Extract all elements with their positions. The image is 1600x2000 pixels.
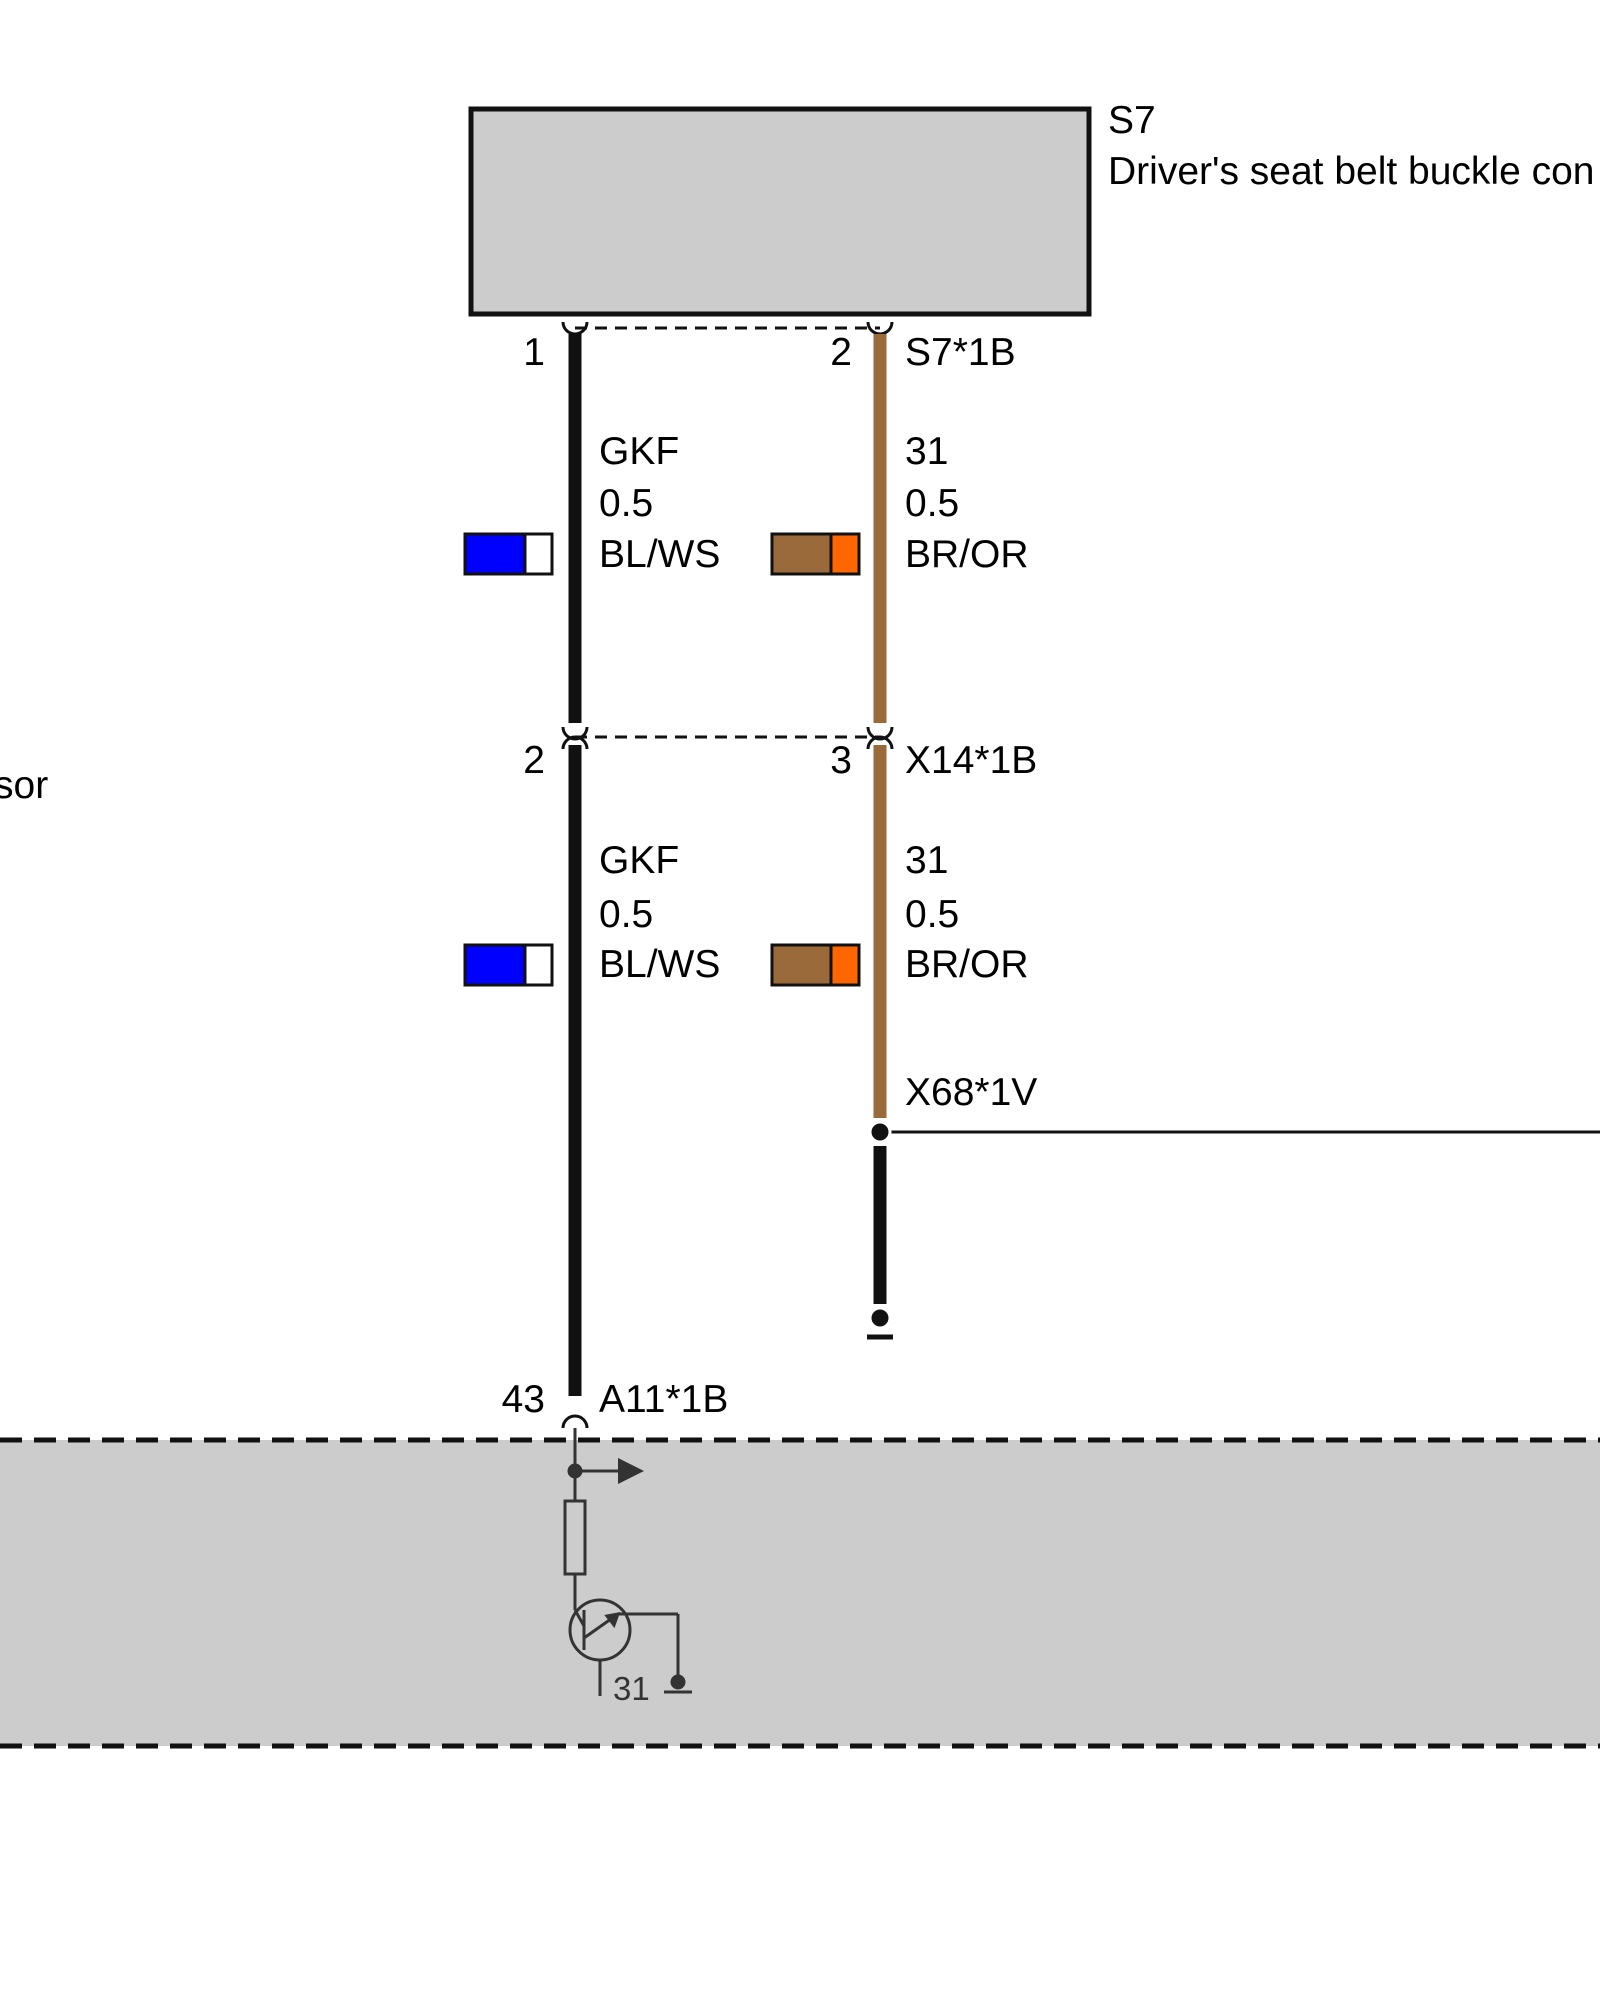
wire-right-upper-labels: 31 0.5 BR/OR	[770, 430, 1029, 576]
wire-color-code-label: BR/OR	[905, 533, 1029, 576]
s7-component-id: S7	[1108, 99, 1156, 142]
wire-left-upper-labels: GKF 0.5 BL/WS	[463, 430, 720, 576]
module-internal-circuit	[563, 1428, 692, 1696]
wire-size-label: 0.5	[905, 893, 959, 936]
wire-color-swatch	[463, 943, 554, 987]
wire-size-label: 0.5	[905, 482, 959, 525]
wire-size-label: 0.5	[599, 893, 653, 936]
wire-color-swatch	[463, 532, 554, 576]
internal-ground-label: 31	[613, 1670, 650, 1707]
a11-1b-pin-socket	[561, 1414, 589, 1429]
connector-x68-1v[interactable]: X68*1V	[867, 1071, 1600, 1340]
wire-signal-label: 31	[905, 839, 948, 882]
s7-component-box[interactable]	[468, 106, 1092, 317]
x14-1b-pin-left-label: 2	[523, 739, 545, 782]
a11-1b-pin-label: 43	[502, 1378, 545, 1421]
x68-1v-connector-name: X68*1V	[905, 1071, 1037, 1114]
module-a11-body	[0, 1440, 1600, 1746]
s7-1b-pin-2-label: 2	[830, 331, 852, 374]
connector-a11-1b[interactable]: 43 A11*1B	[502, 1378, 729, 1429]
wire-color-swatch	[770, 943, 861, 987]
module-a11[interactable]: 43 A11*1B 31	[0, 1378, 1600, 1749]
wire-signal-label: 31	[905, 430, 948, 473]
wire-signal-label: GKF	[599, 430, 679, 473]
internal-ground-dot	[670, 1674, 686, 1690]
x14-1b-pin-right-plug	[866, 726, 894, 741]
left-partial-label: sor	[0, 764, 48, 807]
wire-color-code-label: BL/WS	[599, 533, 720, 576]
wire-signal-label: GKF	[599, 839, 679, 882]
connector-s7-1b[interactable]: 1 2 S7*1B	[523, 321, 1016, 374]
wire-color-code-label: BL/WS	[599, 943, 720, 986]
ground-terminal-dot	[868, 1306, 892, 1330]
s7-component-name: Driver's seat belt buckle con	[1108, 150, 1595, 193]
wire-color-swatch	[770, 532, 861, 576]
a11-1b-connector-name: A11*1B	[599, 1378, 728, 1421]
connector-x14-1b[interactable]: 2 3 X14*1B	[523, 726, 1037, 782]
signal-arrow-head	[618, 1458, 644, 1484]
x14-1b-pin-right-socket	[866, 735, 894, 750]
x68-1v-splice-dot	[868, 1120, 892, 1144]
transistor-symbol	[568, 1598, 680, 1696]
s7-1b-pin-1-label: 1	[523, 331, 545, 374]
wire-right-lower-labels: 31 0.5 BR/OR	[770, 839, 1029, 987]
x14-1b-pin-left-plug	[561, 726, 589, 741]
x14-1b-pin-right-label: 3	[830, 739, 852, 782]
wire-size-label: 0.5	[599, 482, 653, 525]
wire-left-lower-labels: GKF 0.5 BL/WS	[463, 839, 720, 987]
x14-1b-connector-name: X14*1B	[905, 739, 1037, 782]
x14-1b-pin-left-socket	[561, 735, 589, 750]
s7-1b-connector-name: S7*1B	[905, 331, 1016, 374]
wire-color-code-label: BR/OR	[905, 943, 1029, 986]
